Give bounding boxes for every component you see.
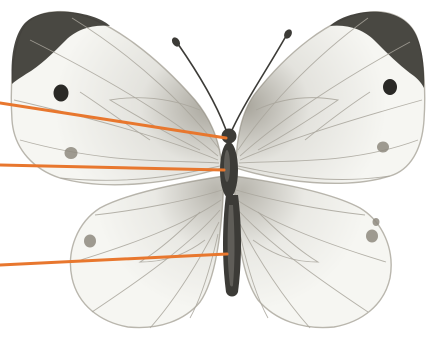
right-forewing-spot-upper xyxy=(383,79,397,95)
left-forewing-spot-upper xyxy=(54,85,69,102)
head xyxy=(222,129,237,144)
right-hindwing xyxy=(234,176,391,328)
thorax-highlight xyxy=(224,150,230,182)
right-hindwing-spot xyxy=(366,230,378,243)
left-forewing-spot-lower xyxy=(65,147,78,159)
right-hindwing-spot-small xyxy=(373,218,380,226)
right-forewing-spot-lower xyxy=(377,142,389,153)
left-hindwing-shading xyxy=(70,176,224,328)
right-hindwing-shading xyxy=(234,176,391,328)
right-forewing xyxy=(236,12,425,184)
left-hindwing-spot xyxy=(84,235,96,248)
left-forewing xyxy=(11,12,222,185)
left-hindwing xyxy=(70,176,224,328)
